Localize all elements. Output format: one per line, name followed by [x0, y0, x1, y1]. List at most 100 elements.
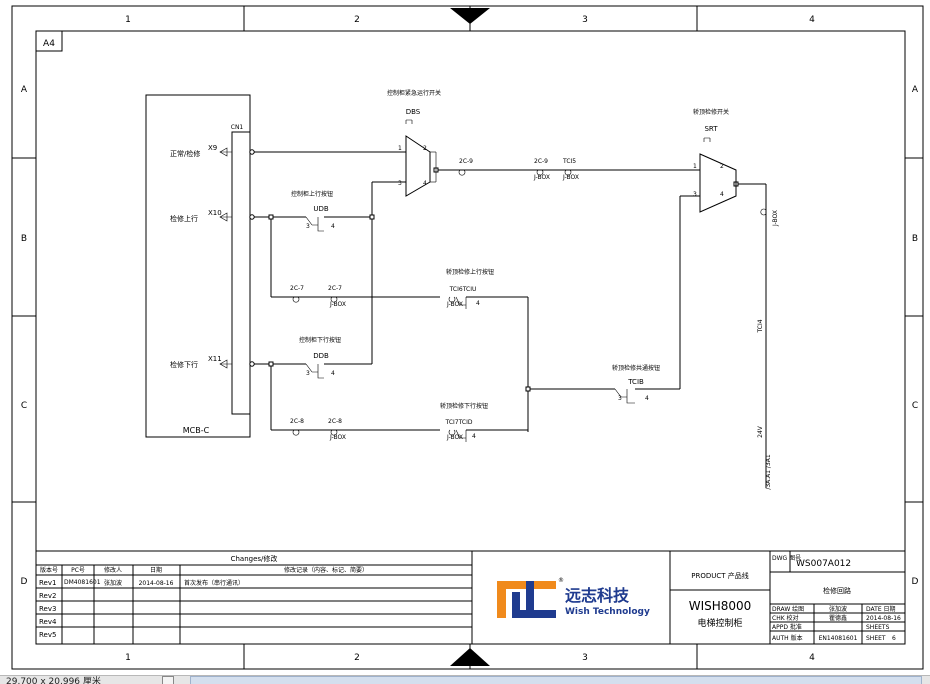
svg-text:AUTH 版本: AUTH 版本	[772, 634, 803, 642]
connector-2c7-jbox: 2C-7 J-BOX	[328, 285, 346, 308]
svg-text:Rev5: Rev5	[39, 631, 56, 639]
tcid-title: 轿顶检修下行按钮	[440, 402, 488, 410]
svg-text:EN14081601: EN14081601	[819, 635, 858, 642]
inner-frame	[35, 30, 906, 645]
right-wire-jbox: J-BOX	[772, 210, 779, 227]
tciu-title: 轿顶检修上行按钮	[446, 268, 494, 276]
dbs-name: DBS	[406, 108, 421, 116]
product-cell: PRODUCT 产品线 WISH8000 电梯控制柜	[669, 550, 771, 645]
svg-text:修改人: 修改人	[104, 566, 122, 574]
svg-text:1: 1	[693, 163, 697, 170]
svg-text:瞿德鑫: 瞿德鑫	[829, 614, 847, 622]
drawing-title: 检修回路	[823, 586, 851, 595]
product-label: PRODUCT 产品线	[691, 571, 749, 580]
sheet-size-label: A4	[43, 39, 55, 49]
svg-text:J-BOX: J-BOX	[329, 434, 346, 441]
outer-frame	[11, 5, 924, 670]
right-wire-tci4: TCI4	[757, 319, 764, 333]
svg-text:2C-7: 2C-7	[328, 285, 342, 292]
svg-text:TCI5: TCI5	[562, 158, 576, 165]
right-wire-terminal: /3A.A1 /3A1	[765, 454, 772, 490]
svg-text:2C-8: 2C-8	[290, 418, 304, 425]
center-mark-top-right	[470, 8, 490, 24]
svg-text:J-BOX: J-BOX	[533, 174, 550, 181]
junctions	[249, 149, 739, 392]
svg-text:3: 3	[693, 191, 697, 198]
svg-text:2C-7: 2C-7	[290, 285, 304, 292]
svg-text:SHEETS: SHEETS	[866, 624, 890, 631]
svg-text:Rev1: Rev1	[39, 579, 56, 587]
udb-button: 控制柜上行按钮 UDB 3 4	[291, 190, 335, 232]
dbs-switch: 控制柜紧急运行开关 DBS 1 2 3 4	[387, 89, 441, 197]
ddb-name: DDB	[313, 352, 329, 360]
col-label-bottom-1: 1	[125, 653, 131, 663]
tcib-title: 轿顶检修共通按钮	[612, 364, 660, 372]
svg-text:2014-08-16: 2014-08-16	[139, 580, 174, 587]
svg-text:4: 4	[423, 180, 427, 187]
svg-text:日期: 日期	[150, 566, 162, 574]
wiring	[250, 151, 767, 488]
input-x9: 正常/检修 X9	[170, 144, 232, 158]
svg-text:6: 6	[892, 635, 896, 642]
sheet-size-box	[35, 30, 63, 52]
col-label-top-2: 2	[354, 15, 360, 25]
tciu-button: 轿顶检修上行按钮 TCI6TCIU J-BOX 4	[446, 268, 494, 309]
drawing-info: DWG 图号 WS007A012 检修回路 DRAW 绘图 张加波 DATE 日…	[769, 550, 906, 645]
connector-2c9-jbox: 2C-9 J-BOX	[533, 158, 550, 181]
dwg-number: WS007A012	[796, 559, 851, 569]
udb-name: UDB	[313, 205, 329, 213]
input-x11-label: 检修下行	[170, 360, 198, 369]
svg-text:CHK 校对: CHK 校对	[772, 614, 799, 622]
logo-cn-name: 远志科技	[565, 586, 630, 605]
center-mark-bottom-left	[450, 648, 470, 666]
input-x9-label: 正常/检修	[170, 149, 200, 158]
center-mark-top-left	[450, 8, 470, 24]
connector-2c8-jbox: 2C-8 J-BOX	[328, 418, 346, 441]
input-x10-pin: X10	[208, 209, 222, 217]
svg-text:APPD 批准: APPD 批准	[772, 623, 802, 631]
svg-text:2C-9: 2C-9	[534, 158, 548, 165]
svg-text:首次发布（串行通讯）: 首次发布（串行通讯）	[184, 579, 244, 587]
dwg-label: DWG 图号	[772, 555, 801, 562]
input-x9-pin: X9	[208, 144, 217, 152]
input-x10-label: 检修上行	[170, 214, 198, 223]
srt-name: SRT	[704, 125, 718, 133]
col-label-top-3: 3	[582, 15, 588, 25]
row-label-right-a: A	[912, 85, 919, 95]
svg-text:2: 2	[423, 145, 427, 152]
svg-text:J-BOX: J-BOX	[446, 434, 463, 441]
svg-text:DM4081601: DM4081601	[64, 579, 101, 586]
svg-text:DATE 日期: DATE 日期	[866, 605, 896, 613]
right-wire: J-BOX TCI4 24V /3A.A1 /3A1	[757, 208, 779, 490]
col-label-top-4: 4	[809, 15, 815, 25]
dropdown-toggle[interactable]	[162, 676, 174, 684]
svg-text:SHEET: SHEET	[866, 635, 886, 642]
svg-text:J-BOX: J-BOX	[562, 174, 579, 181]
svg-text:4: 4	[331, 223, 335, 230]
tcid-name: TCI7TCID	[445, 419, 473, 426]
svg-text:3: 3	[306, 223, 310, 230]
svg-text:3: 3	[618, 395, 622, 402]
logo-reg-mark: ®	[558, 577, 564, 584]
page-size-readout: 29.700 x 20.996 厘米	[6, 677, 101, 684]
row-label-right-d: D	[912, 577, 919, 587]
row-label-left-a: A	[21, 85, 28, 95]
svg-text:2: 2	[720, 163, 724, 170]
svg-text:Rev4: Rev4	[39, 618, 57, 626]
svg-text:Rev3: Rev3	[39, 605, 56, 613]
svg-text:2014-08-16: 2014-08-16	[866, 615, 901, 622]
ddb-title: 控制柜下行按钮	[299, 336, 341, 344]
row-label-left-b: B	[21, 234, 27, 244]
horizontal-scrollbar[interactable]	[190, 676, 922, 684]
product-model: WISH8000	[689, 599, 752, 613]
svg-text:4: 4	[645, 395, 649, 402]
udb-title: 控制柜上行按钮	[291, 190, 333, 198]
col-label-top-1: 1	[125, 15, 131, 25]
srt-title: 轿顶检修开关	[693, 108, 729, 116]
tciu-name: TCI6TCIU	[449, 286, 477, 293]
col-label-bottom-3: 3	[582, 653, 588, 663]
connector-2c7: 2C-7	[290, 285, 304, 303]
input-x11: 检修下行 X11	[170, 355, 232, 369]
input-x11-pin: X11	[208, 355, 222, 363]
col-label-bottom-4: 4	[809, 653, 815, 663]
